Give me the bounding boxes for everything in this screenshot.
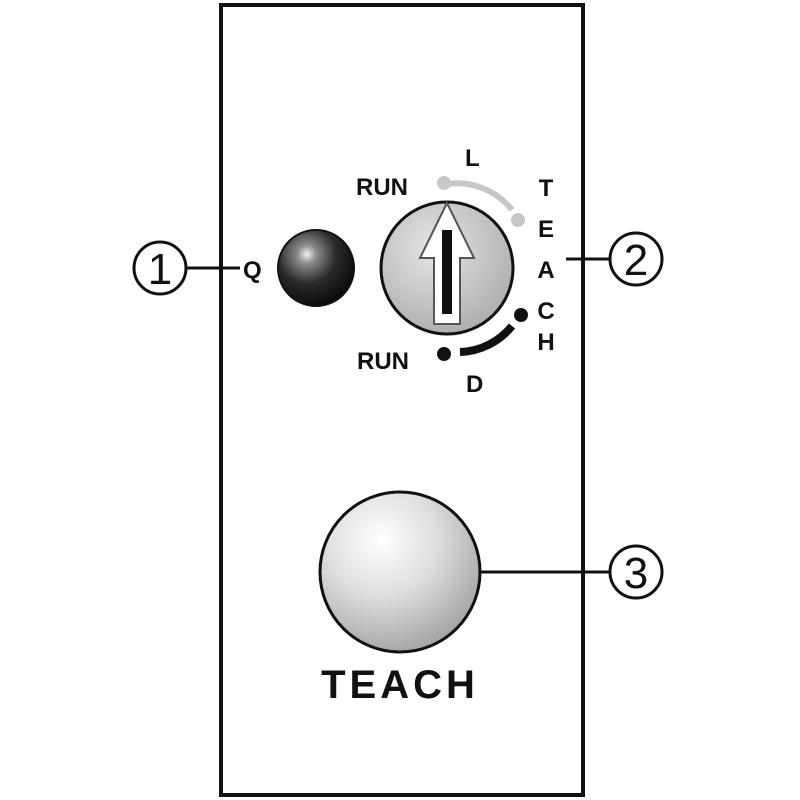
led-label-q: Q [243,257,262,284]
run-lower-label: RUN [357,348,409,375]
callout-2-circle [608,231,664,287]
d-start-dot [437,347,451,361]
teach-letter: C [537,298,554,325]
teach-letter: A [537,257,554,284]
d-end-dot [514,308,528,322]
l-label: L [465,145,480,172]
push-button-icon[interactable] [318,490,482,654]
teach-button-label: TEACH [321,663,479,707]
d-arc [459,323,516,356]
arrow-indicator-bar [442,230,452,314]
teach-letter: T [539,175,554,202]
led-indicator-icon [277,229,355,307]
callout-1: 1 Q [132,240,262,296]
panel-frame [219,3,585,797]
d-label: D [466,371,483,398]
run-upper-label: RUN [356,174,408,201]
rotary-selector[interactable]: RUN L RUN D T E A C H [356,145,555,398]
callout-3: 3 [480,544,664,600]
l-end-dot [511,213,525,227]
l-start-dot [437,176,451,190]
callout-3-number: 3 [624,549,648,598]
teach-letter: E [538,216,554,243]
l-arc [446,180,515,212]
teach-vertical-label: T E A C H [537,175,554,356]
callout-2: 2 [566,231,664,287]
callout-2-number: 2 [624,236,648,285]
callout-1-number: 1 [148,245,172,294]
callout-3-circle [608,544,664,600]
teach-letter: H [537,329,554,356]
